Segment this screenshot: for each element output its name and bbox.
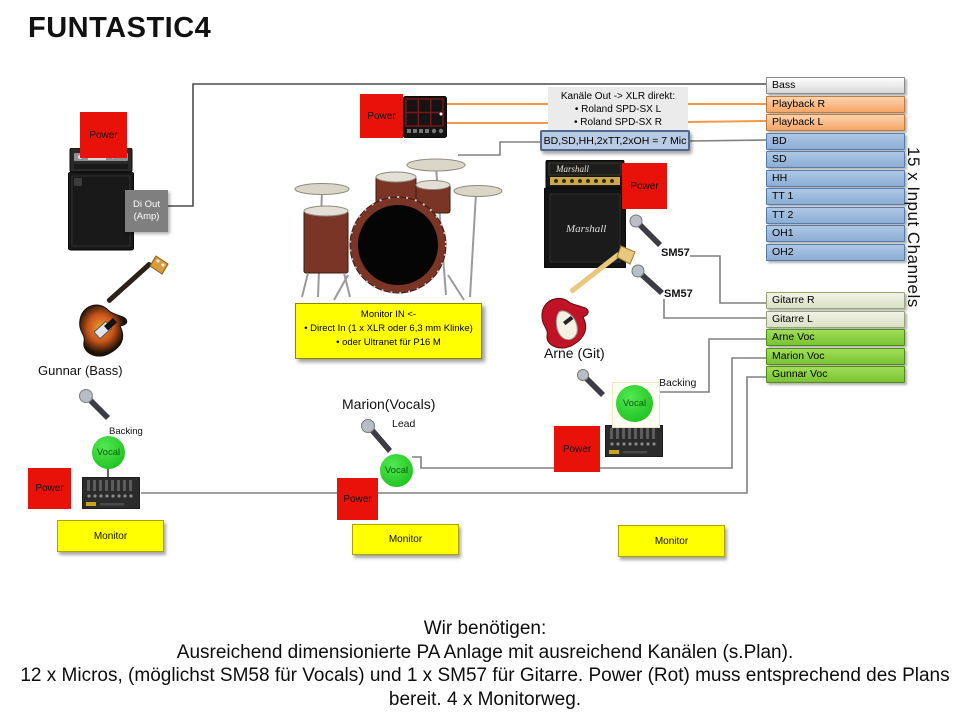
channel-row: Playback R	[766, 95, 905, 113]
cable-playback-l-right	[687, 120, 767, 123]
monitor-in-box: Monitor IN <- • Direct In (1 x XLR oder …	[295, 303, 482, 359]
channel-row: OH1	[766, 225, 905, 242]
monitor-in-line1: Monitor IN <-	[360, 309, 417, 320]
channel-row: SD	[766, 151, 905, 168]
channel-row: TT 2	[766, 206, 905, 224]
power-box-spd: Power	[360, 94, 403, 138]
power-label: Power	[630, 180, 659, 192]
gunnar-mixer-image	[82, 477, 140, 509]
marion-vocal-badge: Vocal	[380, 454, 413, 487]
channel-list-top: Bass Playback R Playback L BD SD HH TT 1…	[766, 77, 906, 267]
vocal-label: Vocal	[384, 465, 409, 476]
monitor-in-line3: • oder Ultranet für P16 M	[336, 337, 441, 348]
marion-lead-label: Lead	[392, 418, 416, 430]
arne-vocal-badge: Vocal	[616, 385, 653, 422]
gunnar-backing-label: Backing	[109, 426, 143, 437]
bass-guitar-image	[79, 255, 169, 357]
sm57-mic-1-icon	[629, 214, 662, 247]
power-label: Power	[35, 483, 64, 494]
drum-mics-text: BD,SD,HH,2xTT,2xOH = 7 Mic	[543, 134, 687, 147]
channel-row: Arne Voc	[766, 329, 905, 346]
footer-line1: Wir benötigen:	[423, 618, 547, 639]
arne-backing-label: Backing	[659, 377, 697, 389]
channel-row: OH2	[766, 243, 905, 261]
input-channels-side-label: 15 x Input Channels	[904, 147, 923, 308]
power-label: Power	[343, 493, 372, 505]
requirements-text: Wir benötigen: Ausreichend dimensioniert…	[0, 617, 970, 711]
kanaele-out-box: Kanäle Out -> XLR direkt: • Roland SPD-S…	[548, 87, 688, 130]
page-title: FUNTASTIC4	[28, 12, 212, 44]
di-out-box: Di Out (Amp)	[125, 190, 168, 232]
di-out-line2: (Amp)	[133, 211, 160, 222]
power-box-gunnar: Power	[28, 468, 71, 509]
monitor-label: Monitor	[388, 534, 423, 545]
monitor-wedge-gunnar: Monitor	[57, 520, 164, 552]
power-label: Power	[367, 110, 396, 122]
footer-line3: 12 x Micros, (möglichst SM58 für Vocals)…	[20, 665, 950, 686]
sm57-label-2: SM57	[664, 288, 693, 300]
spd-sx-image	[403, 96, 447, 138]
power-box-marion: Power	[337, 478, 378, 520]
vocal-label: Vocal	[96, 447, 121, 458]
channel-list-bottom: Gitarre R Gitarre L Arne Voc Marion Voc …	[766, 292, 906, 387]
cable-sm57-gitarre-r	[690, 255, 766, 304]
arne-mixer-image	[605, 425, 663, 457]
kanaele-line2: • Roland SPD-SX L	[574, 104, 662, 115]
svg-text:Marshall: Marshall	[565, 223, 606, 235]
cable-drum-mics-right	[689, 139, 767, 142]
electric-guitar-image	[541, 245, 636, 349]
svg-text:Marshall: Marshall	[555, 164, 590, 174]
power-box-arne: Power	[554, 426, 600, 472]
monitor-in-line2: • Direct In (1 x XLR oder 6,3 mm Klinke)	[304, 323, 473, 334]
marion-mic-icon	[361, 419, 392, 453]
cable-bass-di	[167, 83, 766, 207]
monitor-wedge-marion: Monitor	[352, 524, 459, 555]
sm57-label-1: SM57	[661, 247, 690, 259]
arne-mic-icon	[577, 369, 605, 397]
gunnar-label: Gunnar (Bass)	[38, 363, 123, 378]
monitor-wedge-arne: Monitor	[618, 525, 725, 557]
power-label: Power	[89, 129, 118, 141]
power-box-bass: Power	[80, 112, 127, 158]
channel-row: BD	[766, 132, 905, 150]
di-out-line1: Di Out	[133, 199, 160, 210]
channel-row: Gitarre L	[766, 310, 905, 328]
marshall-stack-image: Marshall Marshall	[544, 160, 626, 268]
cable-arne-voc	[654, 338, 766, 393]
cable-gunnar-voc	[141, 376, 766, 494]
gunnar-vocal-badge: Vocal	[92, 436, 125, 469]
channel-row: Marion Voc	[766, 347, 905, 365]
monitor-label: Monitor	[654, 535, 689, 547]
drum-mics-box: BD,SD,HH,2xTT,2xOH = 7 Mic	[540, 130, 690, 151]
sm57-mic-2-icon	[631, 264, 664, 295]
channel-row: HH	[766, 169, 905, 187]
channel-row: TT 1	[766, 188, 905, 205]
power-box-marshall: Power	[622, 163, 667, 209]
footer-line2: Ausreichend dimensionierte PA Anlage mit…	[176, 641, 794, 663]
vocal-label: Vocal	[622, 398, 647, 409]
channel-row: Bass	[766, 77, 905, 94]
power-label: Power	[562, 443, 592, 455]
marion-label: Marion(Vocals)	[342, 396, 436, 412]
channel-row: Gunnar Voc	[766, 366, 905, 383]
footer-line4: bereit. 4 x Monitorweg.	[388, 688, 582, 710]
gunnar-mic-icon	[79, 389, 110, 420]
drum-kit-image	[294, 158, 503, 301]
arne-label: Arne (Git)	[544, 345, 605, 361]
cable-drum-mics-left	[458, 141, 540, 156]
monitor-label: Monitor	[93, 530, 128, 542]
kanaele-line3: • Roland SPD-SX R	[574, 117, 662, 128]
cable-sm57-gitarre-l	[663, 299, 766, 319]
channel-row: Gitarre R	[766, 292, 905, 309]
kanaele-line1: Kanäle Out -> XLR direkt:	[560, 91, 676, 102]
channel-row: Playback L	[766, 114, 905, 131]
